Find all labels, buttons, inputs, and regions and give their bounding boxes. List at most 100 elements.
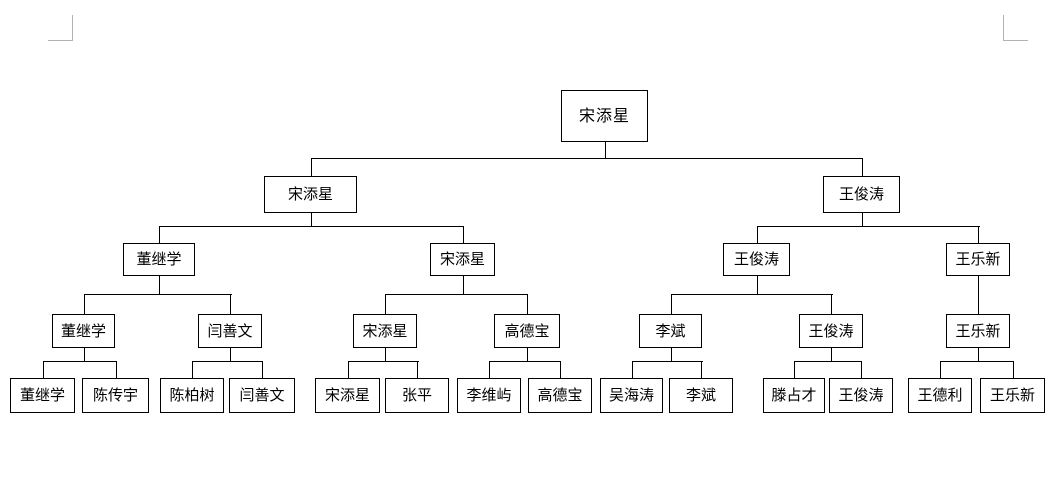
org-node-label: 李维屿 <box>466 386 512 404</box>
org-node-n8[interactable]: 董继学 <box>52 314 115 348</box>
org-node-n9[interactable]: 闫善文 <box>198 314 262 348</box>
page-margin-mark-top-left-icon <box>48 15 73 41</box>
org-node-n28[interactable]: 王乐新 <box>980 378 1045 413</box>
connector-line <box>489 361 561 362</box>
org-node-n2[interactable]: 宋添星 <box>264 176 357 213</box>
org-node-label: 滕占才 <box>771 386 817 404</box>
connector-line <box>940 361 1014 362</box>
connector-line <box>43 361 44 378</box>
org-node-n4[interactable]: 董继学 <box>123 243 195 276</box>
connector-line <box>43 361 117 362</box>
connector-line <box>560 361 561 378</box>
connector-line <box>463 226 464 243</box>
connector-line <box>671 294 833 295</box>
connector-line <box>671 348 672 361</box>
connector-line <box>159 226 160 243</box>
connector-line <box>701 361 702 378</box>
org-node-n21[interactable]: 李维屿 <box>457 378 521 413</box>
org-node-n12[interactable]: 李斌 <box>639 314 702 348</box>
org-node-n22[interactable]: 高德宝 <box>528 378 592 413</box>
org-node-label: 宋添星 <box>324 386 370 404</box>
org-node-n11[interactable]: 高德宝 <box>494 314 560 348</box>
connector-line <box>862 158 863 176</box>
org-node-label: 宋添星 <box>362 321 408 340</box>
org-node-label: 王乐新 <box>955 321 1001 340</box>
org-node-label: 李斌 <box>685 386 716 404</box>
org-node-n23[interactable]: 吴海涛 <box>600 378 663 413</box>
page-margin-mark-top-right-icon <box>1003 15 1028 41</box>
connector-line <box>262 361 263 378</box>
org-node-n18[interactable]: 闫善文 <box>229 378 295 413</box>
connector-line <box>671 294 672 314</box>
org-node-n27[interactable]: 王德利 <box>908 378 972 413</box>
connector-line <box>605 142 606 158</box>
connector-line <box>794 361 862 362</box>
org-node-label: 高德宝 <box>504 321 550 340</box>
org-node-label: 王俊涛 <box>838 386 884 404</box>
connector-line <box>978 294 979 314</box>
org-node-n13[interactable]: 王俊涛 <box>799 314 863 348</box>
org-node-n20[interactable]: 张平 <box>385 378 449 413</box>
connector-line <box>861 361 862 378</box>
connector-line <box>159 226 464 227</box>
connector-line <box>311 158 312 176</box>
org-node-n24[interactable]: 李斌 <box>669 378 733 413</box>
org-node-label: 王俊涛 <box>808 321 854 340</box>
connector-line <box>192 361 193 378</box>
org-node-n17[interactable]: 陈柏树 <box>160 378 224 413</box>
org-node-label: 王乐新 <box>955 250 1001 268</box>
connector-line <box>794 361 795 378</box>
org-node-n19[interactable]: 宋添星 <box>315 378 380 413</box>
connector-line <box>831 294 832 314</box>
org-node-n1[interactable]: 宋添星 <box>561 90 648 142</box>
org-node-label: 董继学 <box>60 321 106 340</box>
org-node-n3[interactable]: 王俊涛 <box>823 176 900 213</box>
org-node-label: 宋添星 <box>439 250 485 268</box>
org-node-label: 董继学 <box>136 250 182 268</box>
connector-line <box>385 294 386 314</box>
connector-line <box>417 361 418 378</box>
connector-line <box>84 294 232 295</box>
org-node-label: 董继学 <box>19 386 65 404</box>
org-node-n6[interactable]: 王俊涛 <box>723 243 790 276</box>
connector-line <box>348 361 419 362</box>
connector-line <box>527 348 528 361</box>
connector-line <box>757 276 758 294</box>
org-node-n5[interactable]: 宋添星 <box>430 243 495 276</box>
org-node-n25[interactable]: 滕占才 <box>763 378 825 413</box>
connector-line <box>463 276 464 294</box>
connector-line <box>311 158 863 159</box>
connector-line <box>632 361 633 378</box>
org-node-n14[interactable]: 王乐新 <box>946 314 1010 348</box>
org-node-label: 宋添星 <box>578 106 630 125</box>
org-node-label: 王德利 <box>917 386 963 404</box>
org-node-label: 高德宝 <box>537 386 583 404</box>
org-node-label: 陈柏树 <box>169 386 215 404</box>
connector-line <box>311 213 312 226</box>
connector-line <box>757 226 980 227</box>
org-node-n26[interactable]: 王俊涛 <box>829 378 893 413</box>
org-node-label: 李斌 <box>655 321 686 340</box>
connector-line <box>385 348 386 361</box>
connector-line <box>862 213 863 226</box>
connector-line <box>978 226 979 243</box>
org-node-n10[interactable]: 宋添星 <box>353 314 417 348</box>
org-node-label: 闫善文 <box>207 321 253 340</box>
connector-line <box>632 361 703 362</box>
connector-line <box>940 361 941 378</box>
org-node-label: 王俊涛 <box>838 185 884 203</box>
org-node-n16[interactable]: 陈传宇 <box>82 378 149 413</box>
org-node-label: 闫善文 <box>239 386 285 404</box>
connector-line <box>230 294 231 314</box>
connector-line <box>978 276 979 294</box>
connector-line <box>831 348 832 361</box>
org-node-n7[interactable]: 王乐新 <box>946 243 1010 276</box>
org-node-n15[interactable]: 董继学 <box>10 378 75 413</box>
connector-line <box>84 348 85 361</box>
connector-line <box>385 294 528 295</box>
connector-line <box>527 294 528 314</box>
org-node-label: 宋添星 <box>287 185 333 203</box>
